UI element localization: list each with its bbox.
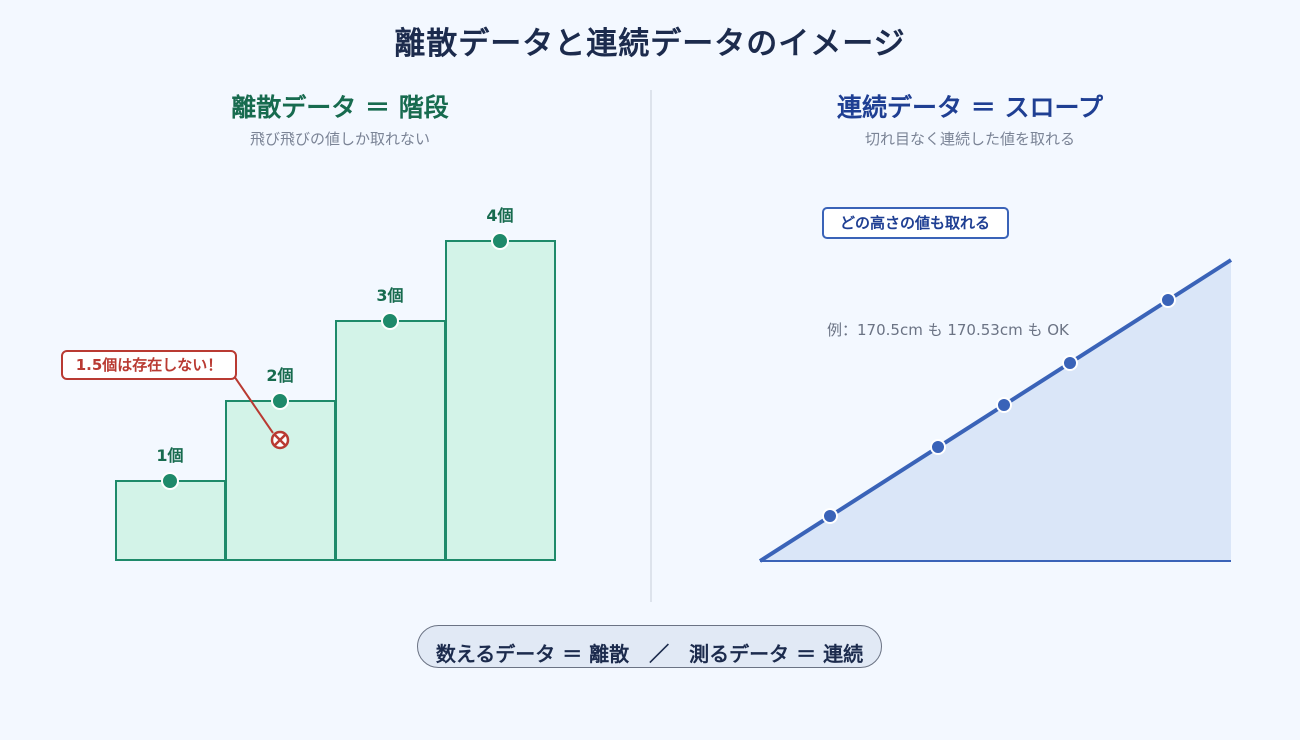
summary-text: 数えるデータ ＝ 離散 ／ 測るデータ ＝ 連続 xyxy=(435,642,864,666)
step-4-bar xyxy=(445,240,556,561)
slope-point-3 xyxy=(996,397,1012,413)
page-title: 離散データと連続データのイメージ xyxy=(394,26,906,62)
step-1-dot xyxy=(161,472,179,490)
step-3-dot xyxy=(381,312,399,330)
summary-pill: 数えるデータ ＝ 離散 ／ 測るデータ ＝ 連続 xyxy=(417,625,882,668)
step-3-bar xyxy=(335,320,446,561)
step-2-dot xyxy=(271,392,289,410)
warning-pointer xyxy=(233,375,274,434)
step-4-dot xyxy=(491,232,509,250)
warning-callout-box xyxy=(61,350,237,380)
slope-point-5 xyxy=(1160,292,1176,308)
continuous-panel-title: 連続データ ＝ スロープ xyxy=(837,93,1103,122)
discrete-panel-subtitle: 飛び飛びの値しか取れない xyxy=(249,130,430,148)
continuous-panel-subtitle: 切れ目なく連続した値を取れる xyxy=(864,130,1075,148)
discrete-panel-title: 離散データ ＝ 階段 xyxy=(231,93,449,122)
slope-point-1 xyxy=(822,508,838,524)
continuous-slope: どの高さの値も取れる 例：170.5cm も 170.53cm も OK xyxy=(758,207,1233,563)
step-1-label: 1個 xyxy=(156,446,183,465)
discrete-staircase: 1個 2個 3個 4個 1.5個は存在しない！ xyxy=(61,206,556,561)
slope-point-2 xyxy=(930,439,946,455)
continuous-callout-box xyxy=(822,207,1009,239)
slope-point-4 xyxy=(1062,355,1078,371)
step-1-bar xyxy=(115,480,226,561)
continuous-example-text: 例：170.5cm も 170.53cm も OK xyxy=(827,321,1070,339)
warning-callout-text: 1.5個は存在しない！ xyxy=(76,356,223,374)
step-4-label: 4個 xyxy=(486,206,513,225)
step-2-label: 2個 xyxy=(266,366,293,385)
step-2-bar xyxy=(225,400,336,561)
panel-divider xyxy=(650,90,652,602)
invalid-x-icon xyxy=(270,430,290,450)
slope-line xyxy=(758,258,1233,563)
continuous-callout-text: どの高さの値も取れる xyxy=(840,214,990,232)
step-3-label: 3個 xyxy=(376,286,403,305)
